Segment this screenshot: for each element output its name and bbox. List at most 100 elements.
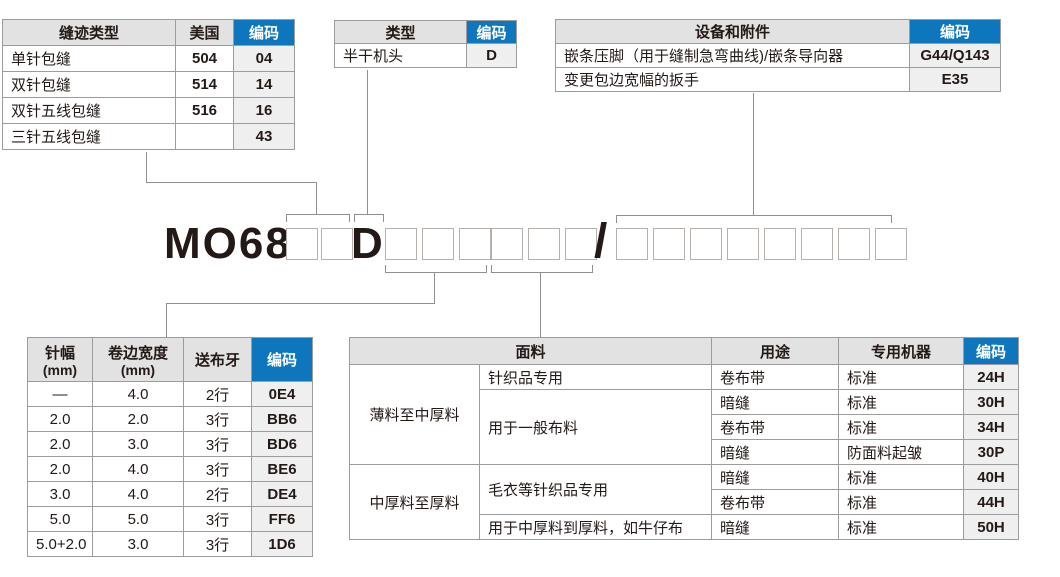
data-cell: 双针包缝	[2, 71, 176, 98]
fabric-application-table: 面料 用途 专用机器 编码 薄料至中厚料 针织品专用 卷布带 标准 24H 用于…	[348, 337, 1020, 540]
data-cell: 4.0	[92, 381, 184, 407]
model-digit-box	[528, 228, 560, 260]
table-row: 半干机头 D	[334, 43, 517, 68]
data-cell: 标准	[838, 414, 965, 440]
model-digit-box	[764, 228, 796, 260]
data-cell: 防面料起皱	[838, 439, 965, 465]
data-cell: 变更包边宽幅的扳手	[555, 67, 910, 92]
column-header: 美国	[175, 19, 234, 46]
data-cell: 5.0	[92, 506, 184, 532]
model-digit-box	[838, 228, 870, 260]
code-cell: D	[466, 43, 517, 68]
code-cell: 40H	[963, 464, 1020, 490]
table-row: 双针五线包缝 516 16	[2, 97, 295, 124]
code-cell: 1D6	[251, 531, 313, 557]
code-cell: 43	[233, 123, 295, 150]
model-separator-slash: /	[594, 215, 610, 268]
data-cell: 3.0	[92, 431, 184, 457]
code-column-header: 编码	[963, 337, 1020, 365]
table-row: 嵌条压脚（用于缝制急弯曲线)/嵌条导向器 G44/Q143	[555, 43, 1001, 68]
table-row: 5.0+2.0 3.0 3行 1D6	[27, 531, 313, 557]
data-cell: 2.0	[27, 456, 93, 482]
model-digit-box	[565, 228, 597, 260]
data-cell: 3行	[183, 506, 252, 532]
table-row: 卷布带 标准 44H	[350, 489, 1020, 515]
data-cell: 3.0	[92, 531, 184, 557]
data-cell: 3.0	[27, 481, 93, 507]
column-header: 卷边宽度 (mm)	[92, 337, 184, 382]
data-cell: 暗缝	[711, 389, 840, 415]
bracket-needle-digits	[385, 265, 487, 273]
fabric-subgroup-cell: 毛衣等针织品专用	[478, 464, 713, 515]
data-cell: 卷布带	[711, 489, 840, 515]
data-cell: 标准	[838, 514, 965, 540]
data-cell: 4.0	[92, 481, 184, 507]
code-cell: 14	[233, 71, 295, 98]
code-cell: FF6	[251, 506, 313, 532]
code-cell: 0E4	[251, 381, 313, 407]
data-cell: 卷布带	[711, 414, 840, 440]
table-row: 单针包缝 504 04	[2, 45, 295, 72]
code-cell: E35	[909, 67, 1001, 92]
bracket-stitch-digits	[286, 214, 350, 222]
fabric-subgroup-cell: 针织品专用	[478, 364, 713, 390]
code-cell: DE4	[251, 481, 313, 507]
column-header: 面料	[348, 337, 713, 365]
data-cell: 3行	[183, 406, 252, 432]
code-column-header: 编码	[909, 19, 1001, 44]
code-cell: BB6	[251, 406, 313, 432]
code-cell: 34H	[963, 414, 1020, 440]
bracket-type-code	[354, 214, 384, 222]
connector-line	[166, 303, 167, 337]
model-digit-box	[653, 228, 685, 260]
model-digit-group-stitch	[286, 228, 353, 260]
data-cell: 半干机头	[334, 43, 467, 68]
table-row: 薄料至中厚料 针织品专用 卷布带 标准 24H	[349, 364, 1020, 465]
data-cell: 暗缝	[711, 464, 840, 490]
connector-line	[540, 272, 541, 337]
data-cell: 2行	[183, 481, 252, 507]
model-digit-group-device	[616, 228, 907, 260]
connector-line	[146, 182, 317, 183]
table-row: 用于一般布料 暗缝 标准 30H	[350, 389, 1020, 465]
data-cell: 5.0	[27, 506, 93, 532]
data-cell: 3行	[183, 456, 252, 482]
data-cell: 卷布带	[711, 364, 840, 390]
code-cell: 30P	[963, 439, 1020, 465]
model-digit-box	[321, 228, 353, 260]
model-digit-box	[385, 228, 417, 260]
data-cell: 暗缝	[711, 439, 840, 465]
stitch-type-table: 缝迹类型 美国 编码 单针包缝 504 04 双针包缝 514 14 双针五线包…	[2, 19, 295, 150]
bracket-fabric-digits	[491, 265, 593, 273]
fabric-group-cell: 中厚料至厚料	[349, 464, 480, 540]
fabric-subgroup-cell: 用于中厚料到厚料，如牛仔布	[478, 514, 713, 540]
code-cell: 04	[233, 45, 295, 72]
data-cell: 2行	[183, 381, 252, 407]
code-cell: 44H	[963, 489, 1020, 515]
model-digit-box	[491, 228, 523, 260]
model-digit-group-fabric	[491, 228, 597, 260]
connector-line	[367, 70, 368, 215]
data-cell: 4.0	[92, 456, 184, 482]
model-digit-box	[801, 228, 833, 260]
column-header: 送布牙	[183, 337, 252, 382]
connector-line	[434, 272, 435, 304]
code-column-header: 编码	[251, 337, 313, 382]
model-digit-box	[459, 228, 491, 260]
table-row: 变更包边宽幅的扳手 E35	[555, 67, 1001, 92]
table-row: 3.0 4.0 2行 DE4	[27, 481, 313, 507]
data-cell: 单针包缝	[2, 45, 176, 72]
data-cell: 双针五线包缝	[2, 97, 176, 124]
code-cell: 30H	[963, 389, 1020, 415]
model-digit-group-needle	[385, 228, 491, 260]
table-row: 2.0 4.0 3行 BE6	[27, 456, 313, 482]
table-row: 卷布带 标准 34H	[350, 414, 1020, 440]
connector-line	[753, 93, 754, 216]
code-column-header: 编码	[233, 19, 295, 46]
data-cell	[175, 123, 234, 150]
column-header: 用途	[711, 337, 840, 365]
model-digit-box	[616, 228, 648, 260]
model-type-code-text: D	[351, 219, 385, 268]
device-accessory-table: 设备和附件 编码 嵌条压脚（用于缝制急弯曲线)/嵌条导向器 G44/Q143 变…	[555, 19, 1001, 92]
